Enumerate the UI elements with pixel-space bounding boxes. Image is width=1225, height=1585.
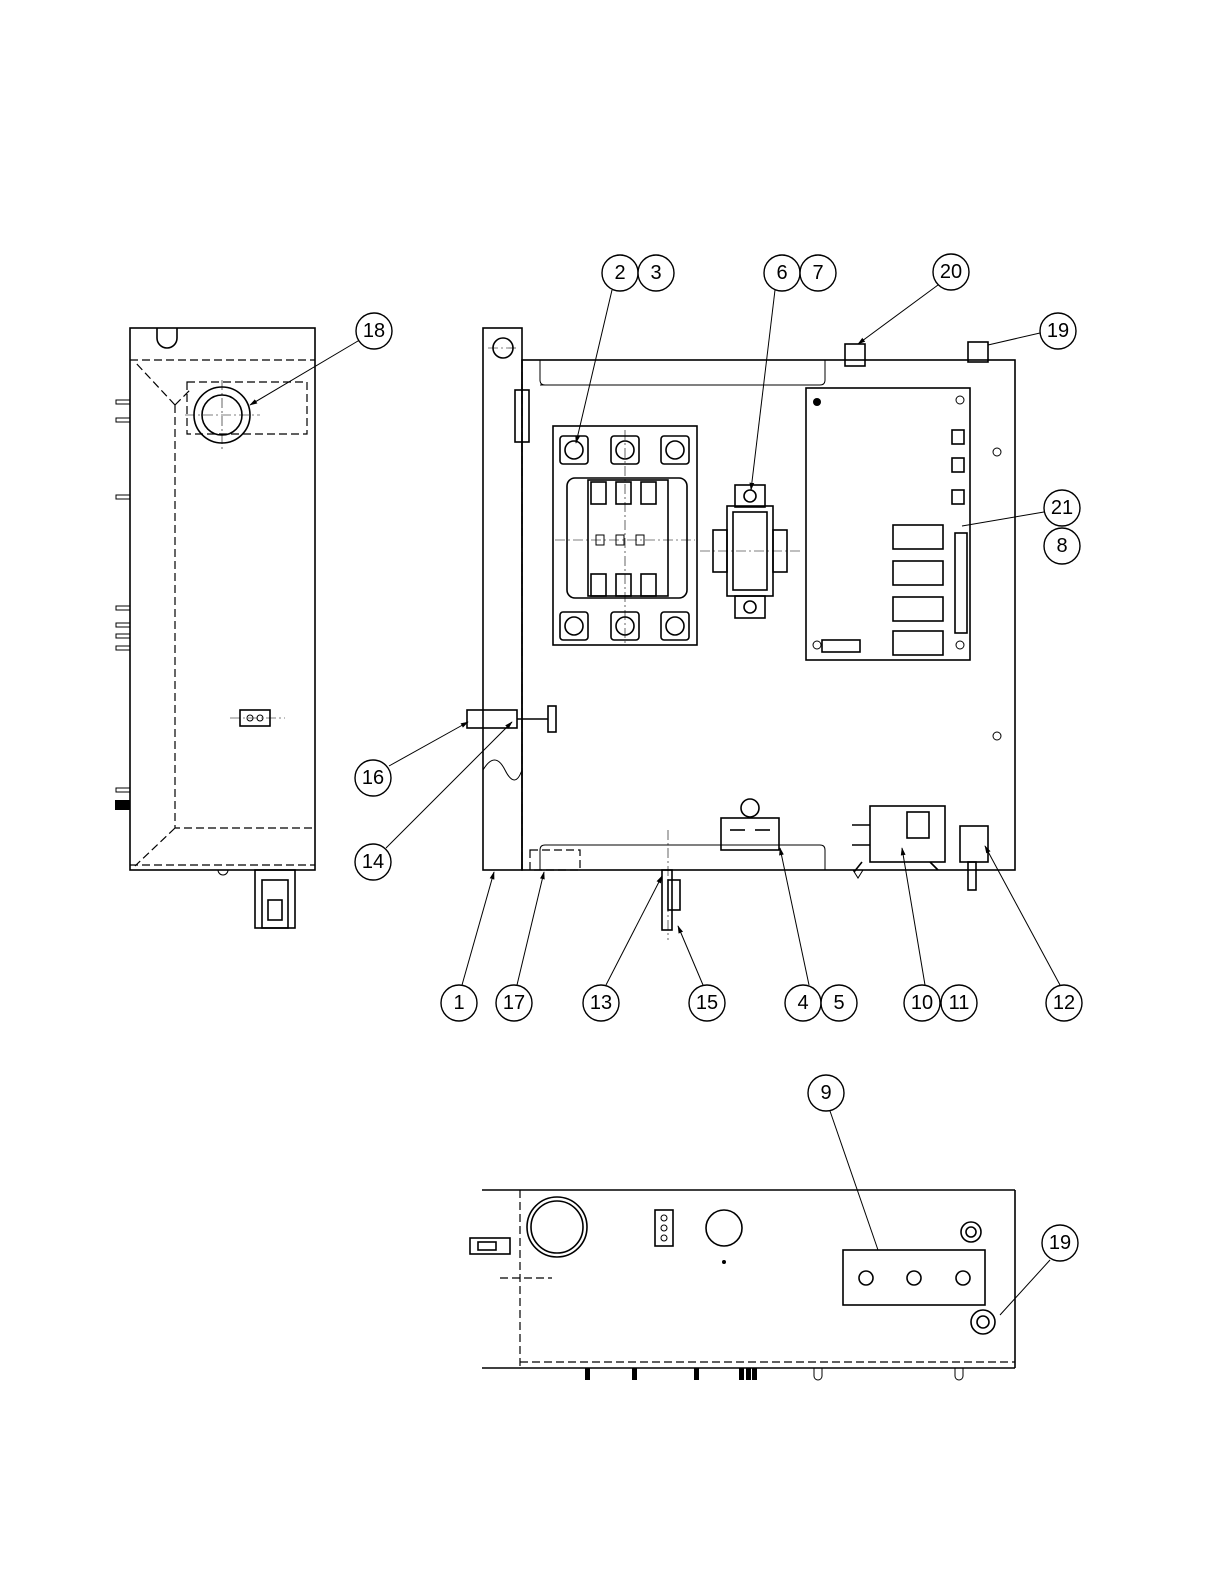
svg-text:17: 17 — [503, 992, 525, 1014]
balloon-1: 1 — [440, 984, 478, 1022]
svg-text:18: 18 — [363, 320, 385, 342]
svg-text:16: 16 — [362, 767, 384, 789]
balloon-19-top: 19 — [1039, 312, 1077, 350]
svg-text:4: 4 — [797, 992, 808, 1014]
balloon-13: 13 — [582, 984, 620, 1022]
balloon-3: 3 — [637, 254, 675, 292]
balloon-16: 16 — [354, 759, 392, 797]
balloon-12: 12 — [1045, 984, 1083, 1022]
balloon-9: 9 — [807, 1074, 845, 1112]
svg-text:12: 12 — [1053, 992, 1075, 1014]
transformer — [712, 484, 788, 619]
balloon-8: 8 — [1043, 527, 1081, 565]
bottom-view — [469, 1189, 1016, 1381]
balloon-2: 2 — [601, 254, 639, 292]
balloon-18: 18 — [355, 312, 393, 350]
balloon-6: 6 — [763, 254, 801, 292]
svg-text:5: 5 — [833, 992, 844, 1014]
side-view — [115, 327, 316, 929]
svg-text:21: 21 — [1051, 497, 1073, 519]
contactor — [552, 425, 698, 646]
svg-text:7: 7 — [812, 262, 823, 284]
balloon-5: 5 — [820, 984, 858, 1022]
svg-text:15: 15 — [696, 992, 718, 1014]
balloon-19-bottom: 19 — [1041, 1224, 1079, 1262]
svg-text:14: 14 — [362, 851, 384, 873]
balloon-4: 4 — [784, 984, 822, 1022]
svg-text:10: 10 — [911, 992, 933, 1014]
balloon-14: 14 — [354, 843, 392, 881]
svg-text:11: 11 — [949, 992, 970, 1014]
balloon-21: 21 — [1043, 489, 1081, 527]
svg-text:19: 19 — [1049, 1232, 1071, 1254]
svg-text:3: 3 — [650, 262, 661, 284]
balloon-11: 11 — [940, 984, 978, 1022]
svg-text:9: 9 — [820, 1082, 831, 1104]
svg-text:19: 19 — [1047, 320, 1069, 342]
balloon-20: 20 — [932, 253, 970, 291]
balloon-10: 10 — [903, 984, 941, 1022]
balloon-15: 15 — [688, 984, 726, 1022]
svg-text:13: 13 — [590, 992, 612, 1014]
svg-text:6: 6 — [776, 262, 787, 284]
svg-text:1: 1 — [453, 992, 464, 1014]
pcb — [805, 387, 971, 661]
svg-text:20: 20 — [940, 261, 962, 283]
front-view — [466, 327, 1016, 940]
svg-text:2: 2 — [614, 262, 625, 284]
balloon-17: 17 — [495, 984, 533, 1022]
svg-text:8: 8 — [1056, 535, 1067, 557]
balloon-7: 7 — [799, 254, 837, 292]
leader-lines — [385, 284, 1061, 1316]
